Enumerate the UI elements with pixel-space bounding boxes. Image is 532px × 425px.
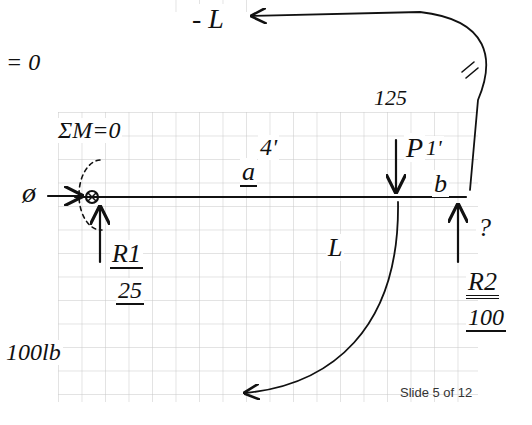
reaction-value: 100 bbox=[466, 305, 506, 332]
load-name: P bbox=[404, 133, 425, 162]
beam bbox=[75, 196, 466, 198]
dimension: b bbox=[432, 170, 449, 197]
load-arrow bbox=[395, 140, 397, 192]
load-value: 125 bbox=[372, 86, 409, 109]
tick-marks bbox=[462, 62, 478, 78]
note: ? bbox=[476, 214, 493, 241]
dimension: a bbox=[240, 158, 257, 187]
reaction-value: 25 bbox=[116, 278, 144, 305]
note: ø bbox=[20, 178, 38, 207]
dimension: 1' bbox=[424, 136, 444, 159]
note: - L bbox=[190, 4, 226, 33]
equation: ΣM=0 bbox=[56, 118, 122, 143]
reaction-arrow bbox=[99, 207, 101, 262]
note: 100lb bbox=[4, 340, 63, 365]
slide-number: Slide 5 of 12 bbox=[398, 386, 474, 400]
reaction-name: R2 bbox=[466, 268, 499, 299]
sketch-curve bbox=[245, 202, 398, 393]
axis-arrow bbox=[48, 195, 82, 197]
reaction-name: R1 bbox=[110, 240, 143, 269]
reaction-arrow bbox=[457, 205, 459, 262]
pin-support bbox=[86, 191, 98, 203]
grid-paper bbox=[58, 112, 478, 402]
sketch-curve bbox=[252, 12, 486, 190]
note: = 0 bbox=[4, 50, 42, 75]
moment-arc bbox=[79, 160, 102, 230]
pin-mark bbox=[88, 193, 96, 201]
dimension: 4' bbox=[258, 135, 279, 160]
dimension: L bbox=[326, 234, 344, 261]
